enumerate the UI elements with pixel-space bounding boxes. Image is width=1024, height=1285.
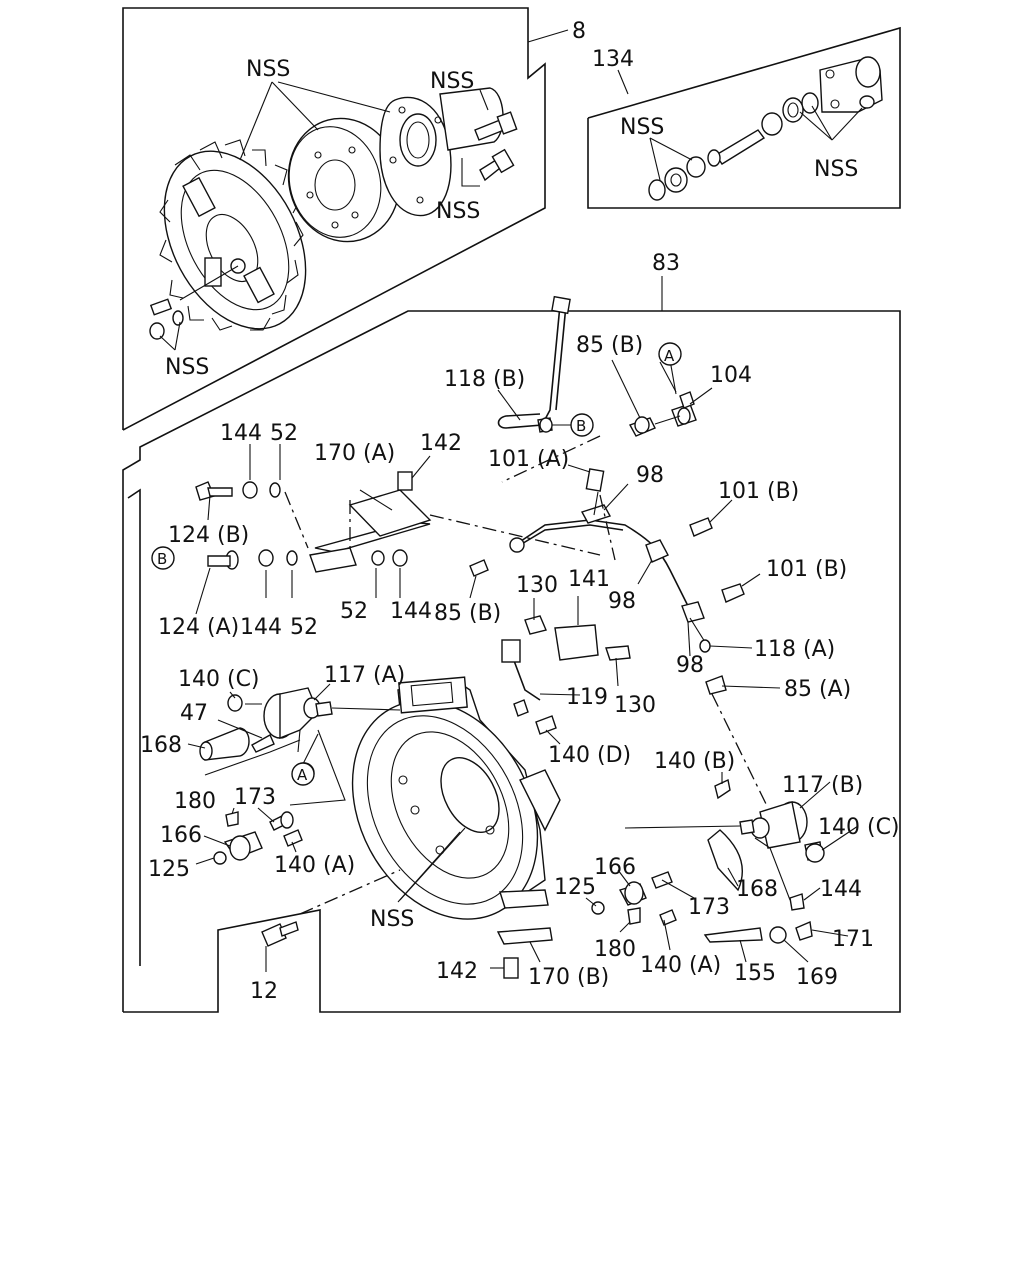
label-134: 134 <box>592 47 634 72</box>
label-180-right: 180 <box>594 937 636 962</box>
label-140a-left: 140 (A) <box>274 853 355 878</box>
label-52-right: 52 <box>340 599 368 624</box>
label-47: 47 <box>180 701 208 726</box>
label-140c-left: 140 (C) <box>178 667 260 692</box>
label-52-mid: 52 <box>290 615 318 640</box>
label-141: 141 <box>568 567 610 592</box>
label-142-top: 142 <box>420 431 462 456</box>
label-173-left: 173 <box>234 785 276 810</box>
label-101b-mid: 101 (B) <box>766 557 847 582</box>
label-8: 8 <box>572 19 586 44</box>
ref-a-top <box>658 342 682 366</box>
bolt-140d-icon <box>535 715 557 735</box>
label-101b-top: 101 (B) <box>718 479 799 504</box>
label-52-top: 52 <box>270 421 298 446</box>
label-85b-mid: 85 (B) <box>434 601 501 626</box>
label-118b: 118 (B) <box>444 367 525 392</box>
label-101a: 101 (A) <box>488 447 569 472</box>
label-140b: 140 (B) <box>654 749 735 774</box>
nss-callouts-8 <box>159 81 489 351</box>
labels: 8 134 83 NSS NSS NSS NSS NSS NSS NSS 85 … <box>140 19 900 1004</box>
ref-b-top <box>570 413 594 437</box>
label-nss-bolt: NSS <box>430 69 474 94</box>
label-155: 155 <box>734 961 776 986</box>
label-104: 104 <box>710 363 752 388</box>
washer-icon <box>195 481 408 615</box>
ref-b-left-text: B <box>157 550 167 568</box>
group-134-frame <box>587 26 901 209</box>
label-nss-134b: NSS <box>814 157 858 182</box>
label-173-right: 173 <box>688 895 730 920</box>
label-170a: 170 (A) <box>314 441 395 466</box>
label-83: 83 <box>652 251 680 276</box>
label-125-left: 125 <box>148 857 190 882</box>
ref-a-top-text: A <box>664 347 675 365</box>
label-nss-hub: NSS <box>165 355 209 380</box>
label-117b: 117 (B) <box>782 773 863 798</box>
pipe-118b-icon <box>497 295 572 433</box>
label-nss-housing: NSS <box>370 907 414 932</box>
ref-a-left-text: A <box>297 766 308 784</box>
label-168-right: 168 <box>736 877 778 902</box>
label-144-mid: 144 <box>240 615 282 640</box>
label-124b: 124 (B) <box>168 523 249 548</box>
ref-circles <box>151 342 682 786</box>
label-118a: 118 (A) <box>754 637 835 662</box>
label-166-left: 166 <box>160 823 202 848</box>
label-130-low: 130 <box>614 693 656 718</box>
ref-b-left <box>151 546 175 570</box>
pipe-icon <box>509 504 769 809</box>
label-140a-right: 140 (A) <box>640 953 721 978</box>
hub-icon <box>379 87 504 217</box>
bracket-170a-icon <box>309 471 601 573</box>
label-125-right: 125 <box>554 875 596 900</box>
label-170b: 170 (B) <box>528 965 609 990</box>
fan-icon <box>149 139 307 340</box>
solenoid-b-icon <box>591 778 825 944</box>
group-8-frame <box>122 7 569 431</box>
label-140d: 140 (D) <box>548 743 631 768</box>
label-130-top: 130 <box>516 573 558 598</box>
label-169: 169 <box>796 965 838 990</box>
label-85b-top: 85 (B) <box>576 333 643 358</box>
label-166-right: 166 <box>594 855 636 880</box>
label-12: 12 <box>250 979 278 1004</box>
label-168-left: 168 <box>140 733 182 758</box>
label-nss-fan: NSS <box>246 57 290 82</box>
bracket-141-icon <box>501 615 631 717</box>
label-nss-134a: NSS <box>620 115 664 140</box>
label-98-top: 98 <box>636 463 664 488</box>
group-83-frame <box>122 276 901 1013</box>
bolt-icon <box>474 111 518 182</box>
label-144-right-low: 144 <box>820 877 862 902</box>
label-nss-lower: NSS <box>436 199 480 224</box>
pump-drive-icon <box>648 56 883 201</box>
label-180-left: 180 <box>174 789 216 814</box>
label-144-top: 144 <box>220 421 262 446</box>
label-142-low: 142 <box>436 959 478 984</box>
label-171: 171 <box>832 927 874 952</box>
label-117a: 117 (A) <box>324 663 405 688</box>
flywheel-icon <box>287 117 401 243</box>
label-98-low: 98 <box>676 653 704 678</box>
housing-icon <box>351 676 561 920</box>
label-98-mid: 98 <box>608 589 636 614</box>
ref-b-top-text: B <box>576 417 586 435</box>
bolt-101-icon <box>469 468 745 603</box>
ref-a-left <box>291 762 315 786</box>
label-85a: 85 (A) <box>784 677 851 702</box>
label-119: 119 <box>566 685 608 710</box>
label-124a: 124 (A) <box>158 615 239 640</box>
label-140c-right: 140 (C) <box>818 815 900 840</box>
label-144-right: 144 <box>390 599 432 624</box>
